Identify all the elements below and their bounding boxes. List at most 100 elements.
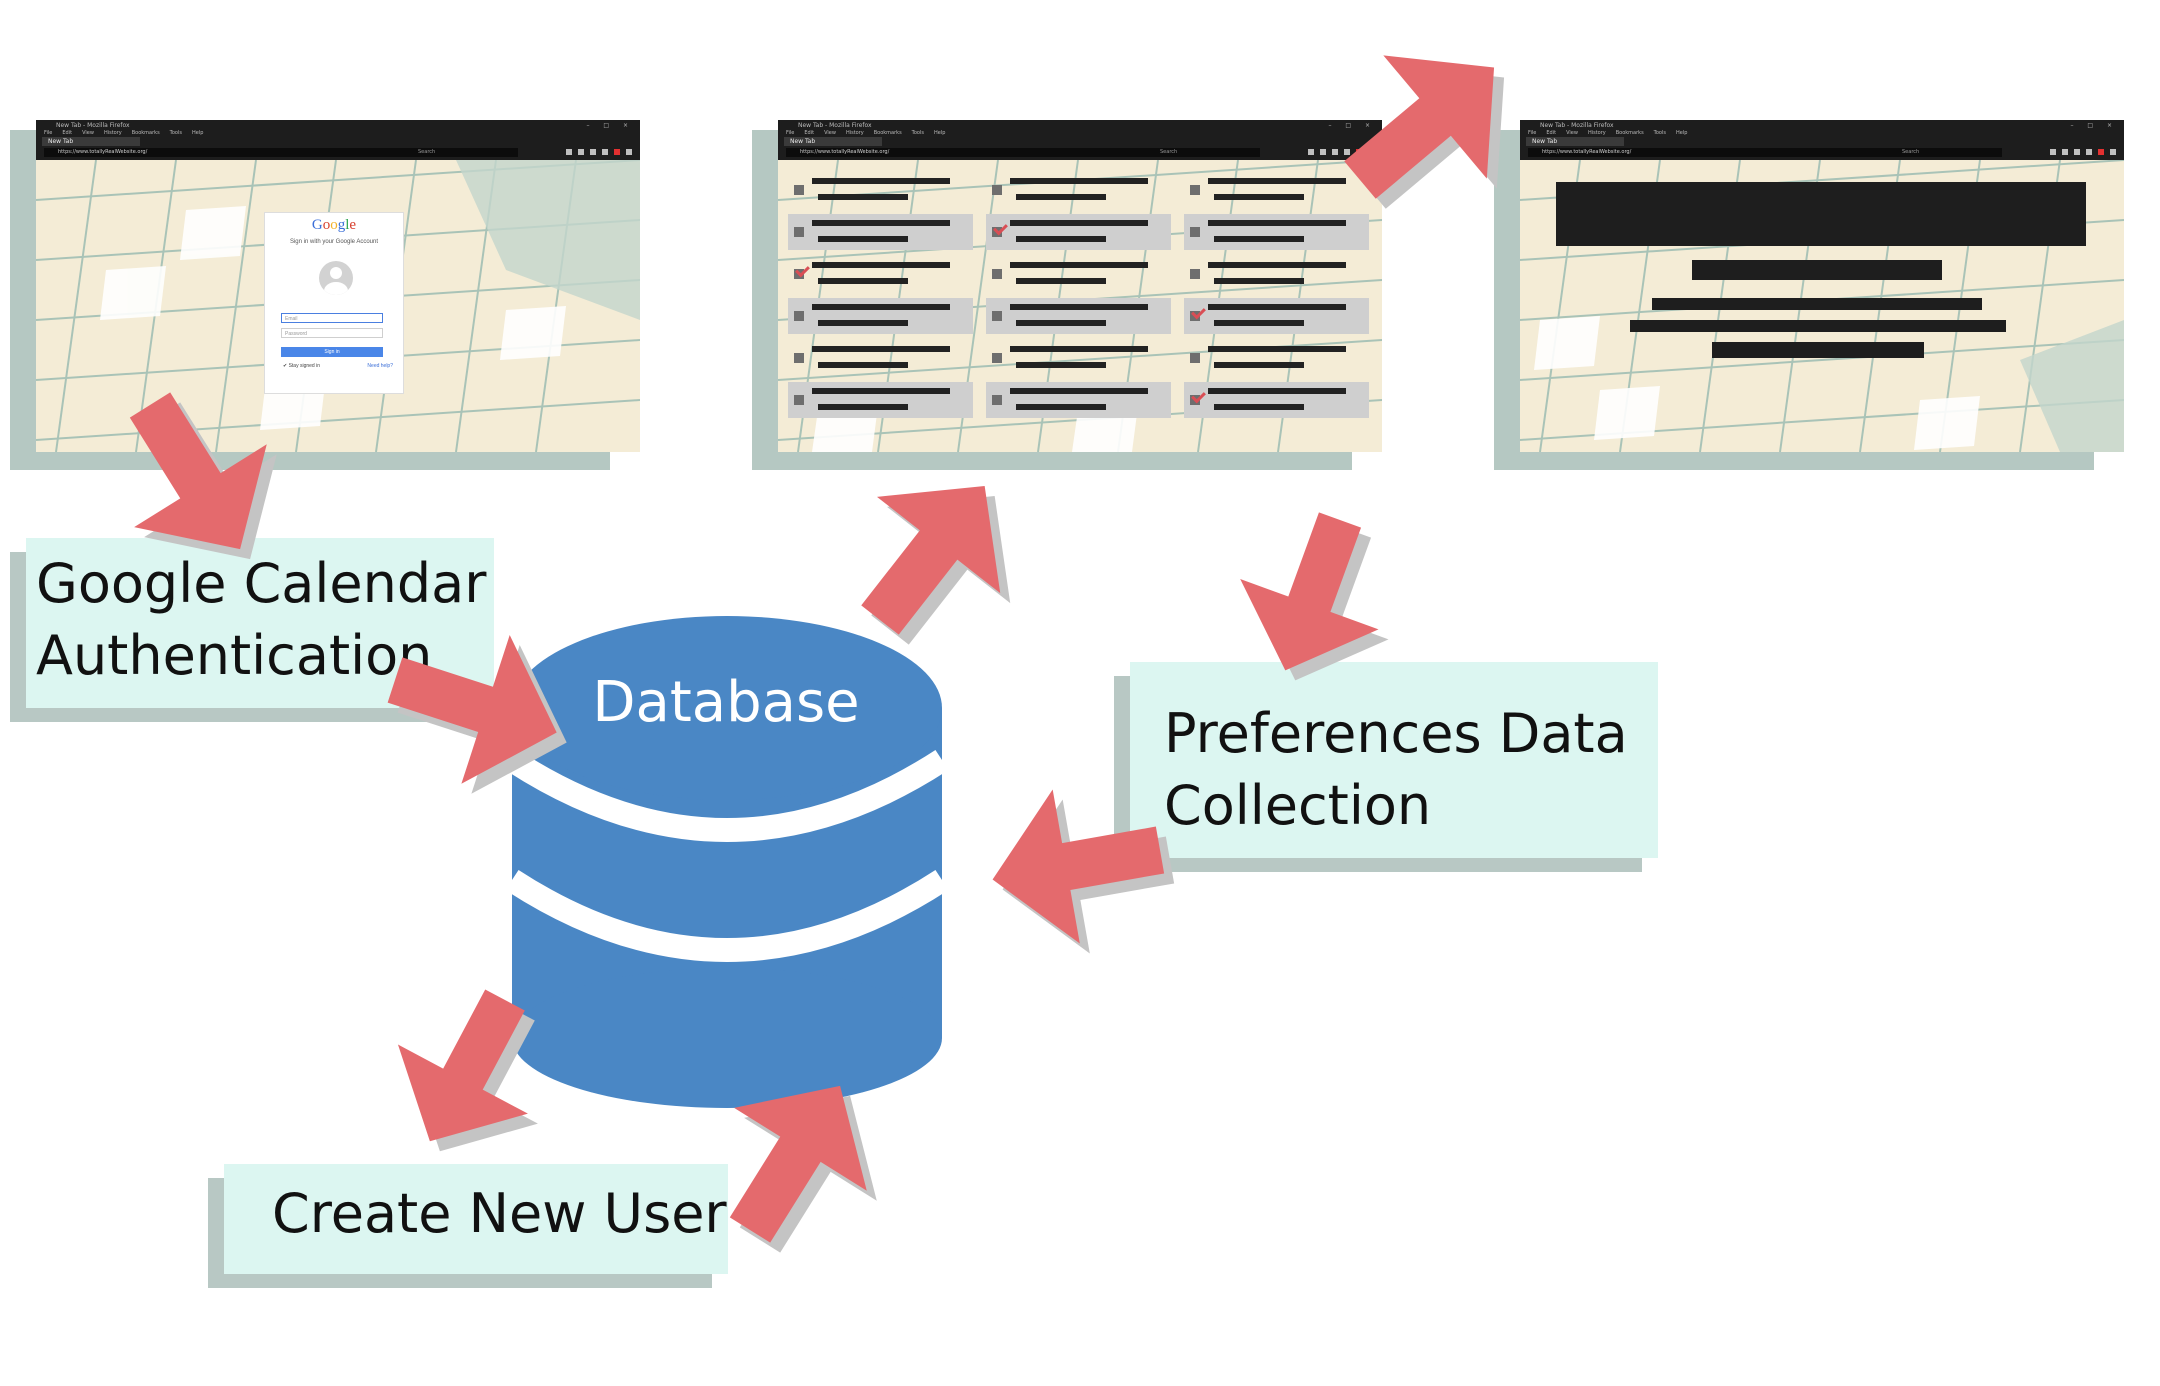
- menu-item[interactable]: Bookmarks: [131, 130, 160, 136]
- menu-item[interactable]: History: [845, 130, 864, 136]
- checkbox[interactable]: [992, 311, 1002, 321]
- menu-item[interactable]: Help: [1676, 130, 1688, 136]
- checkbox[interactable]: [1190, 185, 1200, 195]
- window-controls[interactable]: – □ ×: [586, 122, 634, 129]
- url-bar[interactable]: https://www.totallyRealWebsite.org/: [44, 148, 408, 157]
- checkbox[interactable]: [992, 353, 1002, 363]
- menu-item[interactable]: Tools: [169, 130, 182, 136]
- menu-item[interactable]: Bookmarks: [1615, 130, 1644, 136]
- preference-option[interactable]: [788, 340, 973, 376]
- need-help-link[interactable]: Need help?: [367, 363, 393, 369]
- browser-tab[interactable]: New Tab: [1526, 137, 1624, 146]
- menu-item[interactable]: Edit: [62, 130, 73, 136]
- browser-tab[interactable]: New Tab: [42, 137, 140, 146]
- preference-option[interactable]: [788, 172, 973, 208]
- menu-icon[interactable]: [1368, 149, 1374, 155]
- menu-item[interactable]: View: [1566, 130, 1578, 136]
- checked-checkbox[interactable]: [992, 227, 1002, 237]
- checkbox[interactable]: [1190, 227, 1200, 237]
- addon-icon[interactable]: [2098, 149, 2104, 155]
- menu-item[interactable]: History: [1587, 130, 1606, 136]
- preference-option[interactable]: [986, 340, 1171, 376]
- menu-item[interactable]: Tools: [1653, 130, 1666, 136]
- bookmark-icon[interactable]: [566, 149, 572, 155]
- menu-item[interactable]: Edit: [1546, 130, 1557, 136]
- stay-signed-in-checkbox[interactable]: ✔ Stay signed in: [283, 363, 320, 369]
- preference-option[interactable]: [986, 214, 1171, 250]
- checkbox[interactable]: [794, 395, 804, 405]
- preference-option[interactable]: [1184, 382, 1369, 418]
- menu-item[interactable]: View: [824, 130, 836, 136]
- checkbox[interactable]: [1190, 353, 1200, 363]
- redacted-text: [1016, 194, 1106, 200]
- redacted-text: [1214, 236, 1304, 242]
- preference-option[interactable]: [1184, 172, 1369, 208]
- menu-item[interactable]: Edit: [804, 130, 815, 136]
- preference-option[interactable]: [788, 298, 973, 334]
- bookmark-icon[interactable]: [2050, 149, 2056, 155]
- avatar: [319, 261, 353, 295]
- tile-background: [1520, 120, 2124, 452]
- preference-option[interactable]: [788, 256, 973, 292]
- window-controls[interactable]: – □ ×: [1328, 122, 1376, 129]
- menu-item[interactable]: Help: [192, 130, 204, 136]
- menu-item[interactable]: View: [82, 130, 94, 136]
- addon-icon[interactable]: [614, 149, 620, 155]
- download-icon[interactable]: [2062, 149, 2068, 155]
- download-icon[interactable]: [1320, 149, 1326, 155]
- preference-option[interactable]: [788, 382, 973, 418]
- preference-option[interactable]: [1184, 298, 1369, 334]
- preference-option[interactable]: [1184, 340, 1369, 376]
- preference-option[interactable]: [986, 256, 1171, 292]
- home-icon[interactable]: [1332, 149, 1338, 155]
- menu-icon[interactable]: [2110, 149, 2116, 155]
- redacted-text: [818, 320, 908, 326]
- menu-item[interactable]: Tools: [911, 130, 924, 136]
- window-controls[interactable]: – □ ×: [2070, 122, 2118, 129]
- extension-icon[interactable]: [1344, 149, 1350, 155]
- menu-item[interactable]: Bookmarks: [873, 130, 902, 136]
- redacted-text: [1214, 404, 1304, 410]
- redacted-text: [1016, 320, 1106, 326]
- checked-checkbox[interactable]: [1190, 395, 1200, 405]
- url-bar[interactable]: https://www.totallyRealWebsite.org/: [1528, 148, 1892, 157]
- checked-checkbox[interactable]: [794, 269, 804, 279]
- bookmark-icon[interactable]: [1308, 149, 1314, 155]
- browser-search[interactable]: Search: [1150, 148, 1260, 157]
- addon-icon[interactable]: [1356, 149, 1362, 155]
- extension-icon[interactable]: [602, 149, 608, 155]
- preference-option[interactable]: [986, 382, 1171, 418]
- password-field[interactable]: Password: [281, 328, 383, 338]
- sign-in-button[interactable]: Sign in: [281, 347, 383, 357]
- url-bar[interactable]: https://www.totallyRealWebsite.org/: [786, 148, 1150, 157]
- checkbox[interactable]: [992, 269, 1002, 279]
- preference-option[interactable]: [986, 172, 1171, 208]
- menu-item[interactable]: Help: [934, 130, 946, 136]
- checkbox[interactable]: [794, 227, 804, 237]
- checkbox[interactable]: [794, 185, 804, 195]
- download-icon[interactable]: [578, 149, 584, 155]
- checkbox[interactable]: [794, 353, 804, 363]
- redacted-text: [1010, 388, 1148, 394]
- browser-tab[interactable]: New Tab: [784, 137, 882, 146]
- checkbox[interactable]: [992, 185, 1002, 195]
- menu-item[interactable]: File: [786, 130, 795, 136]
- checkbox[interactable]: [992, 395, 1002, 405]
- browser-search[interactable]: Search: [1892, 148, 2002, 157]
- preference-option[interactable]: [1184, 214, 1369, 250]
- menu-item[interactable]: File: [1528, 130, 1537, 136]
- checkbox[interactable]: [794, 311, 804, 321]
- preference-option[interactable]: [1184, 256, 1369, 292]
- preference-option[interactable]: [986, 298, 1171, 334]
- checked-checkbox[interactable]: [1190, 311, 1200, 321]
- home-icon[interactable]: [590, 149, 596, 155]
- preference-option[interactable]: [788, 214, 973, 250]
- menu-item[interactable]: File: [44, 130, 53, 136]
- browser-search[interactable]: Search: [408, 148, 518, 157]
- checkbox[interactable]: [1190, 269, 1200, 279]
- email-field[interactable]: Email: [281, 313, 383, 323]
- home-icon[interactable]: [2074, 149, 2080, 155]
- extension-icon[interactable]: [2086, 149, 2092, 155]
- menu-icon[interactable]: [626, 149, 632, 155]
- menu-item[interactable]: History: [103, 130, 122, 136]
